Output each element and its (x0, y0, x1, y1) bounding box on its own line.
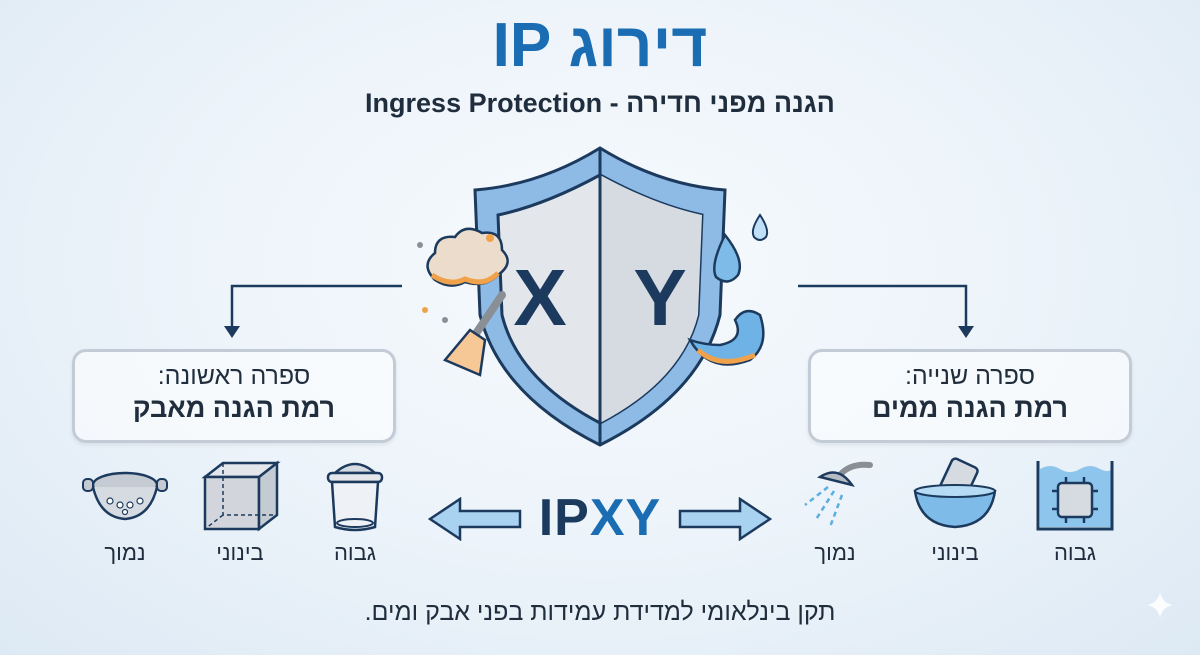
arrow-left-icon (428, 497, 522, 541)
dust-digit-label: ספרה ראשונה: (157, 362, 311, 390)
water-level-medium: בינוני (931, 540, 979, 565)
water-digit-label: ספרה שנייה: (904, 362, 1036, 390)
shield-letter-x: X (513, 253, 566, 342)
dust-digit-box: ספרה ראשונה: רמת הגנה מאבק (72, 349, 396, 443)
sealed-jar-icon (326, 462, 384, 532)
dust-level-low: נמוך (104, 540, 146, 565)
page-subtitle: הגנה מפני חדירה - Ingress Protection (365, 88, 835, 118)
dust-cloud-icon (417, 227, 509, 323)
water-level-low: נמוך (814, 540, 856, 565)
mesh-cube-icon (201, 460, 281, 532)
ip-code-digits: XY (589, 489, 662, 547)
water-splash-icon (687, 213, 769, 366)
arrow-right-icon (678, 497, 772, 541)
ip-code: IPXY (470, 488, 730, 548)
dust-level-medium: בינוני (216, 540, 264, 565)
dust-digit-title: רמת הגנה מאבק (132, 393, 336, 423)
water-level-high: גבוה (1053, 540, 1097, 565)
dust-level-high: גבוה (333, 540, 377, 565)
footer-caption: תקן בינלאומי למדידת עמידות בפני אבק ומים… (364, 598, 836, 626)
ip-code-prefix: IP (538, 489, 590, 547)
phone-in-bowl-icon (913, 457, 997, 529)
brush-icon (442, 291, 506, 377)
page-title: דירוג IP (492, 11, 708, 80)
shield-letter-y: Y (633, 253, 686, 342)
water-digit-title: רמת הגנה ממים (871, 393, 1069, 423)
shower-icon (804, 461, 873, 528)
water-digit-box: ספרה שנייה: רמת הגנה ממים (808, 349, 1132, 443)
colander-icon (82, 471, 168, 521)
submerged-chip-icon (1036, 461, 1114, 531)
sparkle-icon (1147, 592, 1173, 618)
shield-icon: X Y (417, 146, 769, 447)
